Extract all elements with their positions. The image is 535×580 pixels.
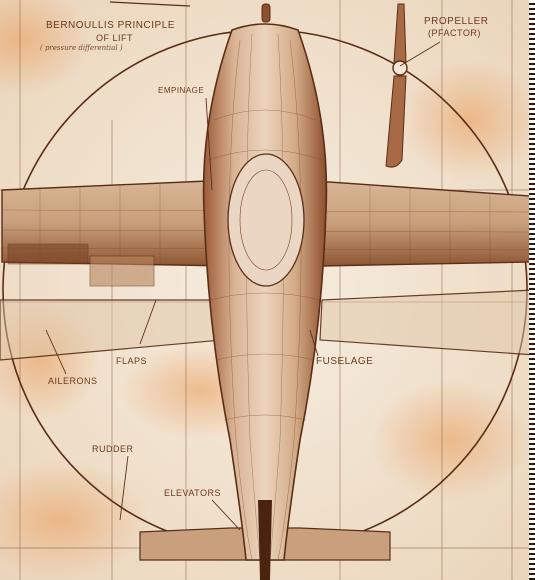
label-bernoulli-of-lift: OF LIFT — [96, 33, 133, 43]
label-propeller: PROPELLER — [424, 16, 489, 27]
dotted-edge — [529, 0, 535, 580]
tail-fin — [258, 500, 272, 580]
label-pfactor: (PFACTOR) — [428, 28, 481, 38]
label-ailerons: AILERONS — [48, 376, 98, 386]
nose-spinner — [262, 4, 270, 22]
label-fuselage: FUSELAGE — [316, 356, 373, 367]
wash-right-low — [370, 380, 530, 500]
cockpit-canopy — [228, 154, 304, 286]
label-empinage: EMPINAGE — [158, 86, 204, 95]
label-bernoulli-title: BERNOULLIS PRINCIPLE — [46, 20, 175, 31]
label-bernoulli-sub: ( pressure differential ) — [40, 44, 123, 53]
label-flaps: FLAPS — [116, 356, 147, 366]
label-rudder: RUDDER — [92, 444, 134, 454]
left-flap — [90, 256, 154, 286]
label-elevators: ELEVATORS — [164, 488, 221, 498]
wash-right — [400, 60, 535, 180]
left-aileron — [8, 244, 88, 264]
